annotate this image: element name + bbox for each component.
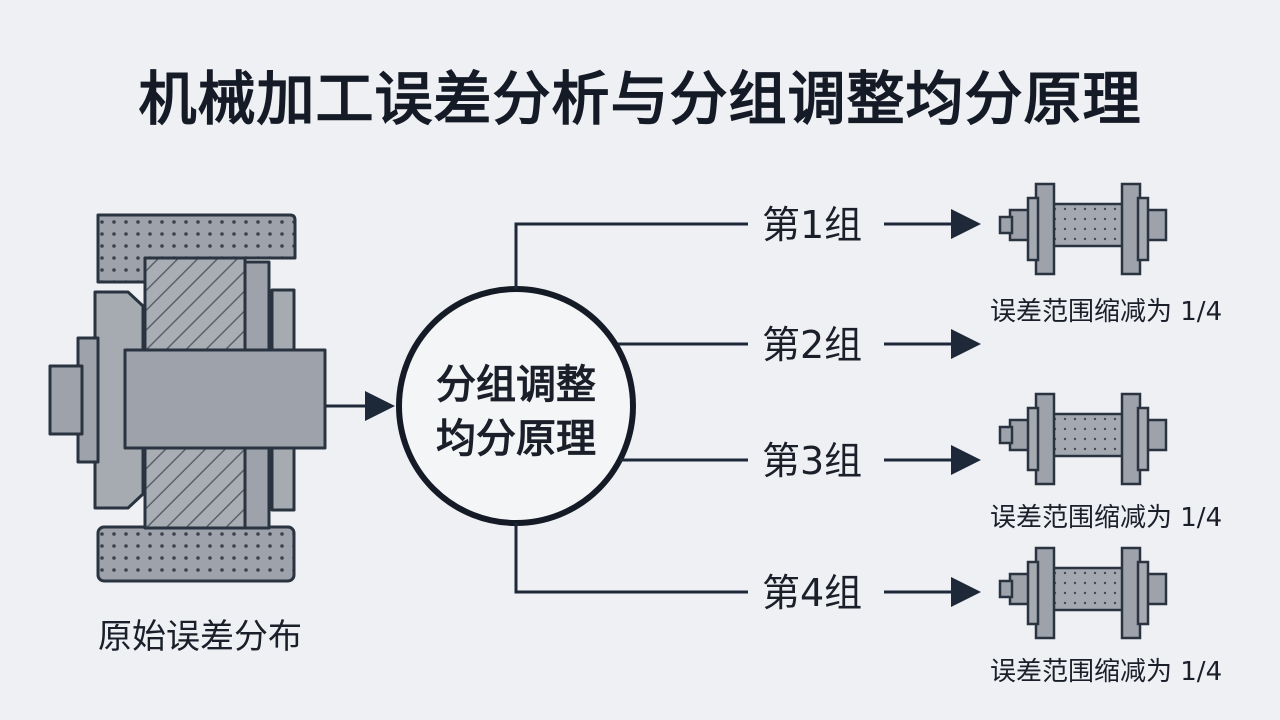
connectors [514, 222, 748, 594]
group-note-4: 误差范围缩减为 1/4 [990, 657, 1222, 687]
group-arrows [884, 209, 981, 607]
group-label-1: 第1组 [762, 203, 862, 247]
original-assembly-illustration [48, 213, 327, 583]
source-label: 原始误差分布 [98, 617, 302, 657]
group-label-2: 第2组 [762, 323, 862, 367]
connector-group-4 [514, 523, 748, 594]
flange-left-bevel [93, 290, 145, 510]
group-label-4: 第4组 [762, 571, 862, 615]
shaft-stub [48, 364, 84, 436]
mini-assembly-1 [998, 182, 1168, 276]
bushing-lower [143, 446, 247, 530]
page-title: 机械加工误差分析与分组调整均分原理 [138, 65, 1142, 133]
group-label-3: 第3组 [762, 439, 862, 483]
shaft [123, 348, 327, 450]
hub-text-line1: 分组调整 [436, 362, 596, 408]
bottom-plate [96, 525, 296, 583]
hub-text-line2: 均分原理 [436, 416, 596, 462]
connector-group-1 [514, 222, 748, 289]
bushing-upper [143, 256, 247, 352]
group-note-1: 误差范围缩减为 1/4 [990, 297, 1222, 327]
mini-assembly-4 [998, 546, 1168, 640]
mini-assembly-3 [998, 392, 1168, 486]
group-note-3: 误差范围缩减为 1/4 [990, 503, 1222, 533]
